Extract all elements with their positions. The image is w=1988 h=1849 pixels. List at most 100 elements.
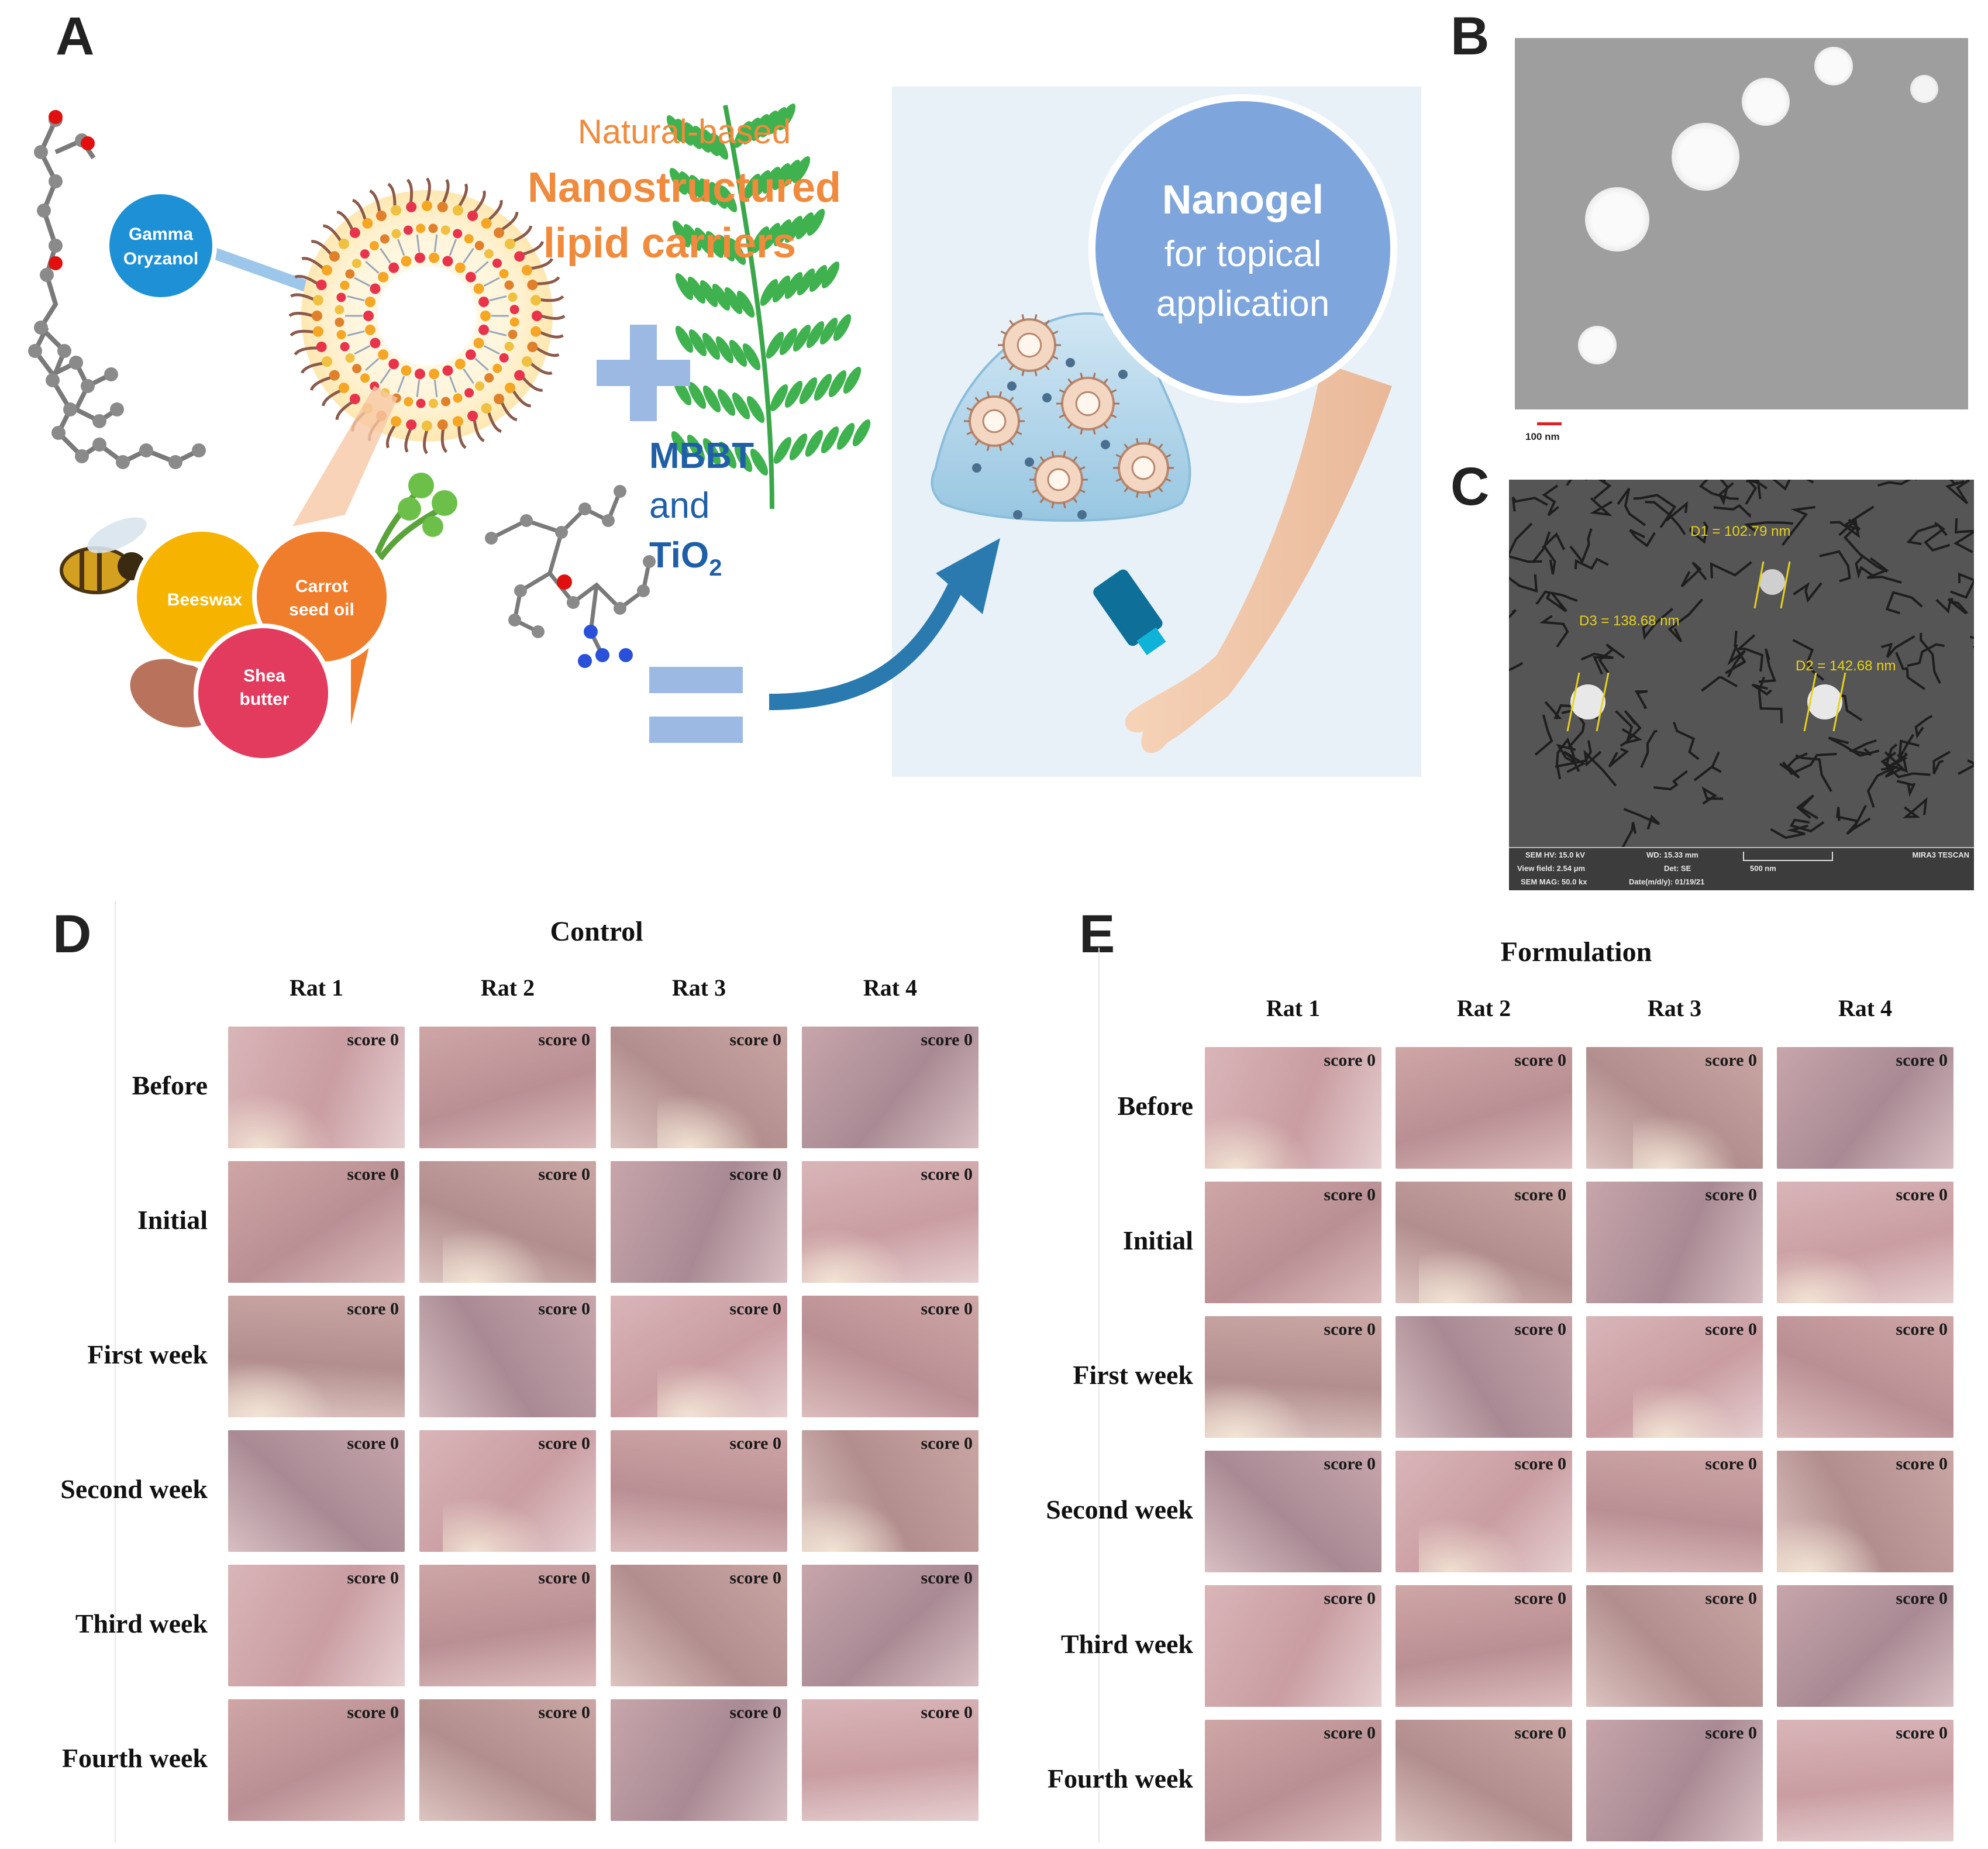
formulation-title: Formulation [1500, 936, 1652, 967]
score-label: score 0 [1324, 1185, 1376, 1204]
skin-photo: score 0 [228, 1161, 405, 1283]
mbbt-label: MBBT [649, 436, 754, 476]
skin-photo: score 0 [1586, 1585, 1763, 1707]
sem-particle-d1 [1753, 561, 1791, 609]
fern-icon [723, 105, 774, 509]
sem-view-field: View field: 2.54 μm [1517, 864, 1586, 873]
skin-photo: score 0 [1777, 1182, 1953, 1303]
carrot-label-1: Carrot [295, 577, 348, 596]
sem-det: Det: SE [1664, 864, 1691, 873]
score-label: score 0 [1514, 1051, 1566, 1070]
row-label: Third week [75, 1609, 208, 1638]
row-label: Fourth week [61, 1743, 208, 1773]
score-label: score 0 [1514, 1589, 1566, 1608]
cream-tube-icon [1093, 569, 1166, 656]
nanogel-title: Nanogel [1162, 177, 1324, 222]
fur-highlight [228, 1093, 335, 1148]
skin-photo: score 0 [611, 1565, 787, 1686]
column-label: Rat 1 [289, 975, 344, 1001]
skin-photo: score 0 [1396, 1720, 1572, 1841]
tem-particle [1742, 78, 1790, 126]
skin-photo: score 0 [1205, 1720, 1381, 1841]
skin-photo: score 0 [1777, 1316, 1953, 1438]
skin-photo: score 0 [802, 1565, 979, 1686]
score-label: score 0 [1705, 1454, 1757, 1473]
fur-highlight [1205, 1383, 1311, 1438]
fern-leaves [666, 104, 871, 476]
skin-photo: score 0 [1396, 1047, 1572, 1169]
fur-highlight [1633, 1114, 1739, 1169]
skin-photo: score 0 [611, 1027, 787, 1148]
sem-info-bar: SEM HV: 15.0 kV View field: 2.54 μm SEM … [1509, 847, 1974, 890]
score-label: score 0 [729, 1165, 781, 1184]
score-label: score 0 [538, 1434, 590, 1453]
skin-photo: score 0 [1396, 1182, 1572, 1303]
score-label: score 0 [538, 1030, 590, 1049]
score-label: score 0 [1705, 1051, 1757, 1070]
nanogel-line-1: for topical [1164, 234, 1322, 274]
score-label: score 0 [347, 1434, 399, 1453]
sem-label-d3: D3 = 138.68 nm [1579, 613, 1680, 629]
score-label: score 0 [347, 1568, 399, 1588]
sem-mag: SEM MAG: 50.0 kx [1521, 877, 1587, 886]
panel-label-a: A [56, 6, 95, 66]
gamma-oryzanol-bubble [105, 190, 217, 302]
skin-photo: score 0 [802, 1430, 979, 1552]
score-label: score 0 [1896, 1723, 1948, 1743]
shea-label-2: butter [240, 690, 290, 709]
score-label: score 0 [1896, 1589, 1948, 1608]
sem-image: D1 = 102.79 nm D3 = 138.68 nm D2 = 142.6… [1509, 480, 1974, 890]
sem-date: Date(m/d/y): 01/19/21 [1629, 877, 1705, 886]
skin-photo: score 0 [419, 1699, 596, 1821]
skin-photo: score 0 [419, 1565, 596, 1686]
skin-photo: score 0 [1777, 1047, 1953, 1169]
sem-scale-label: 500 nm [1750, 864, 1776, 873]
beeswax-label: Beeswax [167, 590, 243, 610]
skin-photo: score 0 [1586, 1720, 1763, 1841]
skin-photo: score 0 [1205, 1047, 1381, 1169]
row-label: First week [1073, 1360, 1193, 1390]
sem-brand: MIRA3 TESCAN [1912, 851, 1969, 859]
column-label: Rat 2 [1456, 995, 1511, 1021]
panel-label-e: E [1079, 904, 1115, 964]
row-label: Fourth week [1047, 1764, 1193, 1793]
sem-particle-d2 [1803, 672, 1846, 732]
gamma-label-2: Oryzanol [123, 249, 198, 268]
skin-photo: score 0 [1586, 1451, 1763, 1572]
natural-based-label: Natural-based [578, 113, 791, 151]
panel-a-schematic: Gamma Oryzanol Beeswax Carrot seed oil S… [28, 87, 1421, 777]
score-label: score 0 [1896, 1454, 1948, 1473]
equals-sign [649, 667, 743, 693]
skin-photo: score 0 [1586, 1182, 1763, 1303]
nanogel-bubble [1088, 94, 1397, 403]
score-label: score 0 [921, 1165, 973, 1184]
score-label: score 0 [1705, 1185, 1757, 1204]
skin-photo: score 0 [228, 1565, 405, 1686]
skin-photo: score 0 [228, 1699, 405, 1821]
column-label: Rat 3 [1647, 995, 1702, 1021]
score-label: score 0 [1514, 1185, 1566, 1204]
score-label: score 0 [729, 1703, 781, 1722]
score-label: score 0 [1514, 1454, 1566, 1473]
score-label: score 0 [347, 1165, 399, 1184]
control-title: Control [550, 916, 643, 947]
shea-butter-bubble [194, 624, 333, 763]
score-label: score 0 [538, 1568, 590, 1588]
column-label: Rat 3 [671, 975, 726, 1001]
score-label: score 0 [1324, 1320, 1376, 1339]
fur-highlight [1419, 1248, 1525, 1303]
tem-scale-bar [1537, 422, 1562, 425]
skin-photo: score 0 [1777, 1585, 1953, 1707]
row-label: Third week [1060, 1629, 1193, 1659]
skin-photo: score 0 [419, 1027, 596, 1148]
panel-label-d: D [53, 904, 92, 964]
sem-scale-ticks [1743, 852, 1833, 861]
tem-particle [1585, 187, 1649, 252]
panel-label-c: C [1450, 457, 1490, 517]
gamma-label-1: Gamma [129, 225, 193, 244]
skin-photo: score 0 [611, 1161, 787, 1283]
fur-highlight [802, 1228, 908, 1283]
score-label: score 0 [1705, 1589, 1757, 1608]
score-label: score 0 [1705, 1723, 1757, 1743]
skin-photo: score 0 [228, 1430, 405, 1552]
